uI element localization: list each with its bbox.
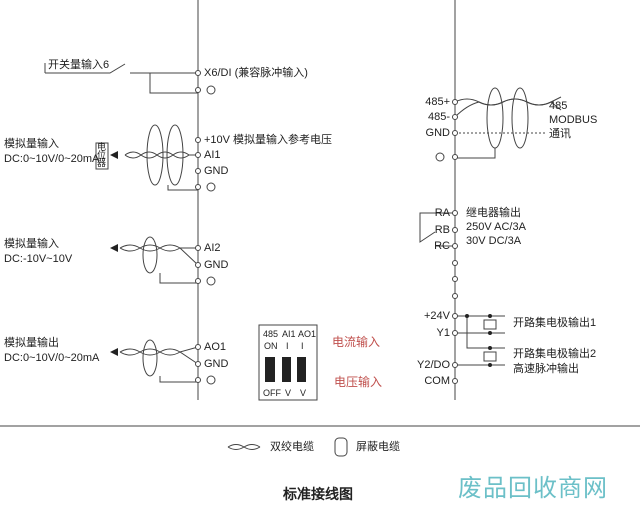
watermark: 废品回收商网 [458,475,608,502]
analog-in1-title: 模拟量输入 [4,138,59,150]
terminal-485-minus: 485- [427,111,450,123]
relay-label-3: 30V DC/3A [466,235,522,247]
terminal-x6: X6/DI (兼容脉冲输入) [204,67,308,79]
diagram-title: 标准接线图 [283,486,353,502]
open-collector-1-label: 开路集电极输出1 [513,317,597,329]
analog-in2-range: DC:-10V~10V [4,253,73,265]
dip-switch-ao1 [297,357,306,382]
legend-twisted-cable: 双绞电缆 [270,441,314,453]
terminal-24v: +24V [424,310,450,322]
terminal-rb: RB [434,224,450,236]
current-input-label: 电流输入 [332,335,381,349]
dip-top-ao1: I [301,341,304,351]
terminal-rc: RC [434,240,450,252]
terminal-y1: Y1 [436,327,450,339]
terminal-gnd-2: GND [204,259,229,271]
dip-bottom-ao1: V [300,388,307,398]
terminal-ra: RA [434,207,450,219]
terminal-y2-do: Y2/DO [416,359,450,371]
dip-header-ao1: AO1 [298,329,317,339]
analog-out-title: 模拟量输出 [4,337,59,349]
dip-bottom-ai1: V [285,388,292,398]
dip-top-485: ON [264,341,278,351]
relay-label-2: 250V AC/3A [466,221,526,233]
terminal-ao1: AO1 [204,341,227,353]
relay-label-1: 继电器输出 [466,207,521,219]
high-speed-pulse-label: 高速脉冲输出 [513,363,579,375]
switch-input-label: 开关量输入6 [48,59,110,71]
modbus-label-1: 485 [549,100,568,112]
dip-switch-485 [265,357,275,382]
modbus-label-2: MODBUS [549,114,598,126]
modbus-label-3: 通讯 [549,128,571,140]
terminal-gnd-1: GND [204,165,229,177]
terminal-com: COM [424,375,450,387]
terminal-10v: +10V 模拟量输入参考电压 [204,134,333,146]
dip-switch-ai1 [282,357,291,382]
dip-header-485: 485 [263,329,279,339]
terminal-485-plus: 485+ [425,96,450,108]
open-collector-2-label: 开路集电极输出2 [513,348,597,360]
dip-bottom-485: OFF [263,388,281,398]
analog-in2-title: 模拟量输入 [4,238,59,250]
dip-top-ai1: I [286,341,289,351]
terminal-gnd-485: GND [425,127,450,139]
legend-shielded-cable: 屏蔽电缆 [356,441,400,453]
analog-in1-range: DC:0~10V/0~20mA [4,153,100,165]
dip-switch-box [258,324,318,401]
terminal-ai2: AI2 [204,242,221,254]
dip-header-ai1: AI1 [282,329,296,339]
terminal-gnd-3: GND [204,358,229,370]
terminal-ai1: AI1 [204,149,221,161]
analog-out-range: DC:0~10V/0~20mA [4,352,100,364]
voltage-input-label: 电压输入 [334,375,383,389]
potentiometer-label: 电位器 [97,142,107,168]
